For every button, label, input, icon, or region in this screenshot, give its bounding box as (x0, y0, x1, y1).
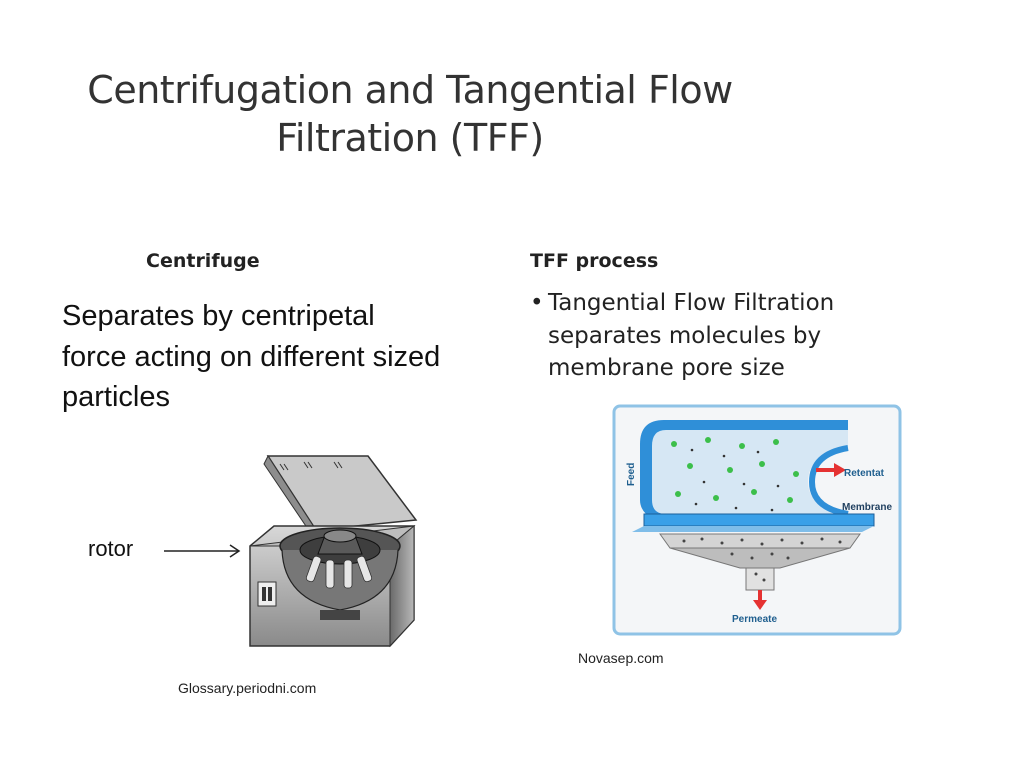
membrane-label: Membrane (842, 502, 892, 513)
centrifuge-description: Separates by centripetal force acting on… (62, 300, 441, 413)
tff-diagram: Feed Retentat Membrane Permeate (612, 404, 902, 636)
rotor-arrow-icon (164, 544, 241, 558)
tff-bullet-text: Tangential Flow Filtration separates mol… (548, 290, 835, 381)
centrifuge-credit: Glossary.periodni.com (178, 680, 317, 696)
tff-heading: TFF process (530, 250, 659, 272)
tff-bullet: • Tangential Flow Filtration separates m… (530, 287, 930, 385)
centrifuge-heading: Centrifuge (146, 250, 260, 272)
bullet-icon: • (530, 290, 544, 316)
retentate-label: Retentat (844, 468, 885, 479)
feed-label: Feed (626, 463, 637, 486)
title-line-1: Centrifugation and Tangential Flow (87, 68, 733, 112)
title-line-2: Filtration (TFF) (276, 116, 544, 160)
slide-title: Centrifugation and Tangential Flow Filtr… (60, 66, 760, 162)
rotor-label: rotor (88, 536, 134, 561)
tff-credit: Novasep.com (578, 650, 664, 666)
permeate-label: Permeate (732, 614, 777, 625)
centrifuge-illustration (249, 454, 418, 648)
